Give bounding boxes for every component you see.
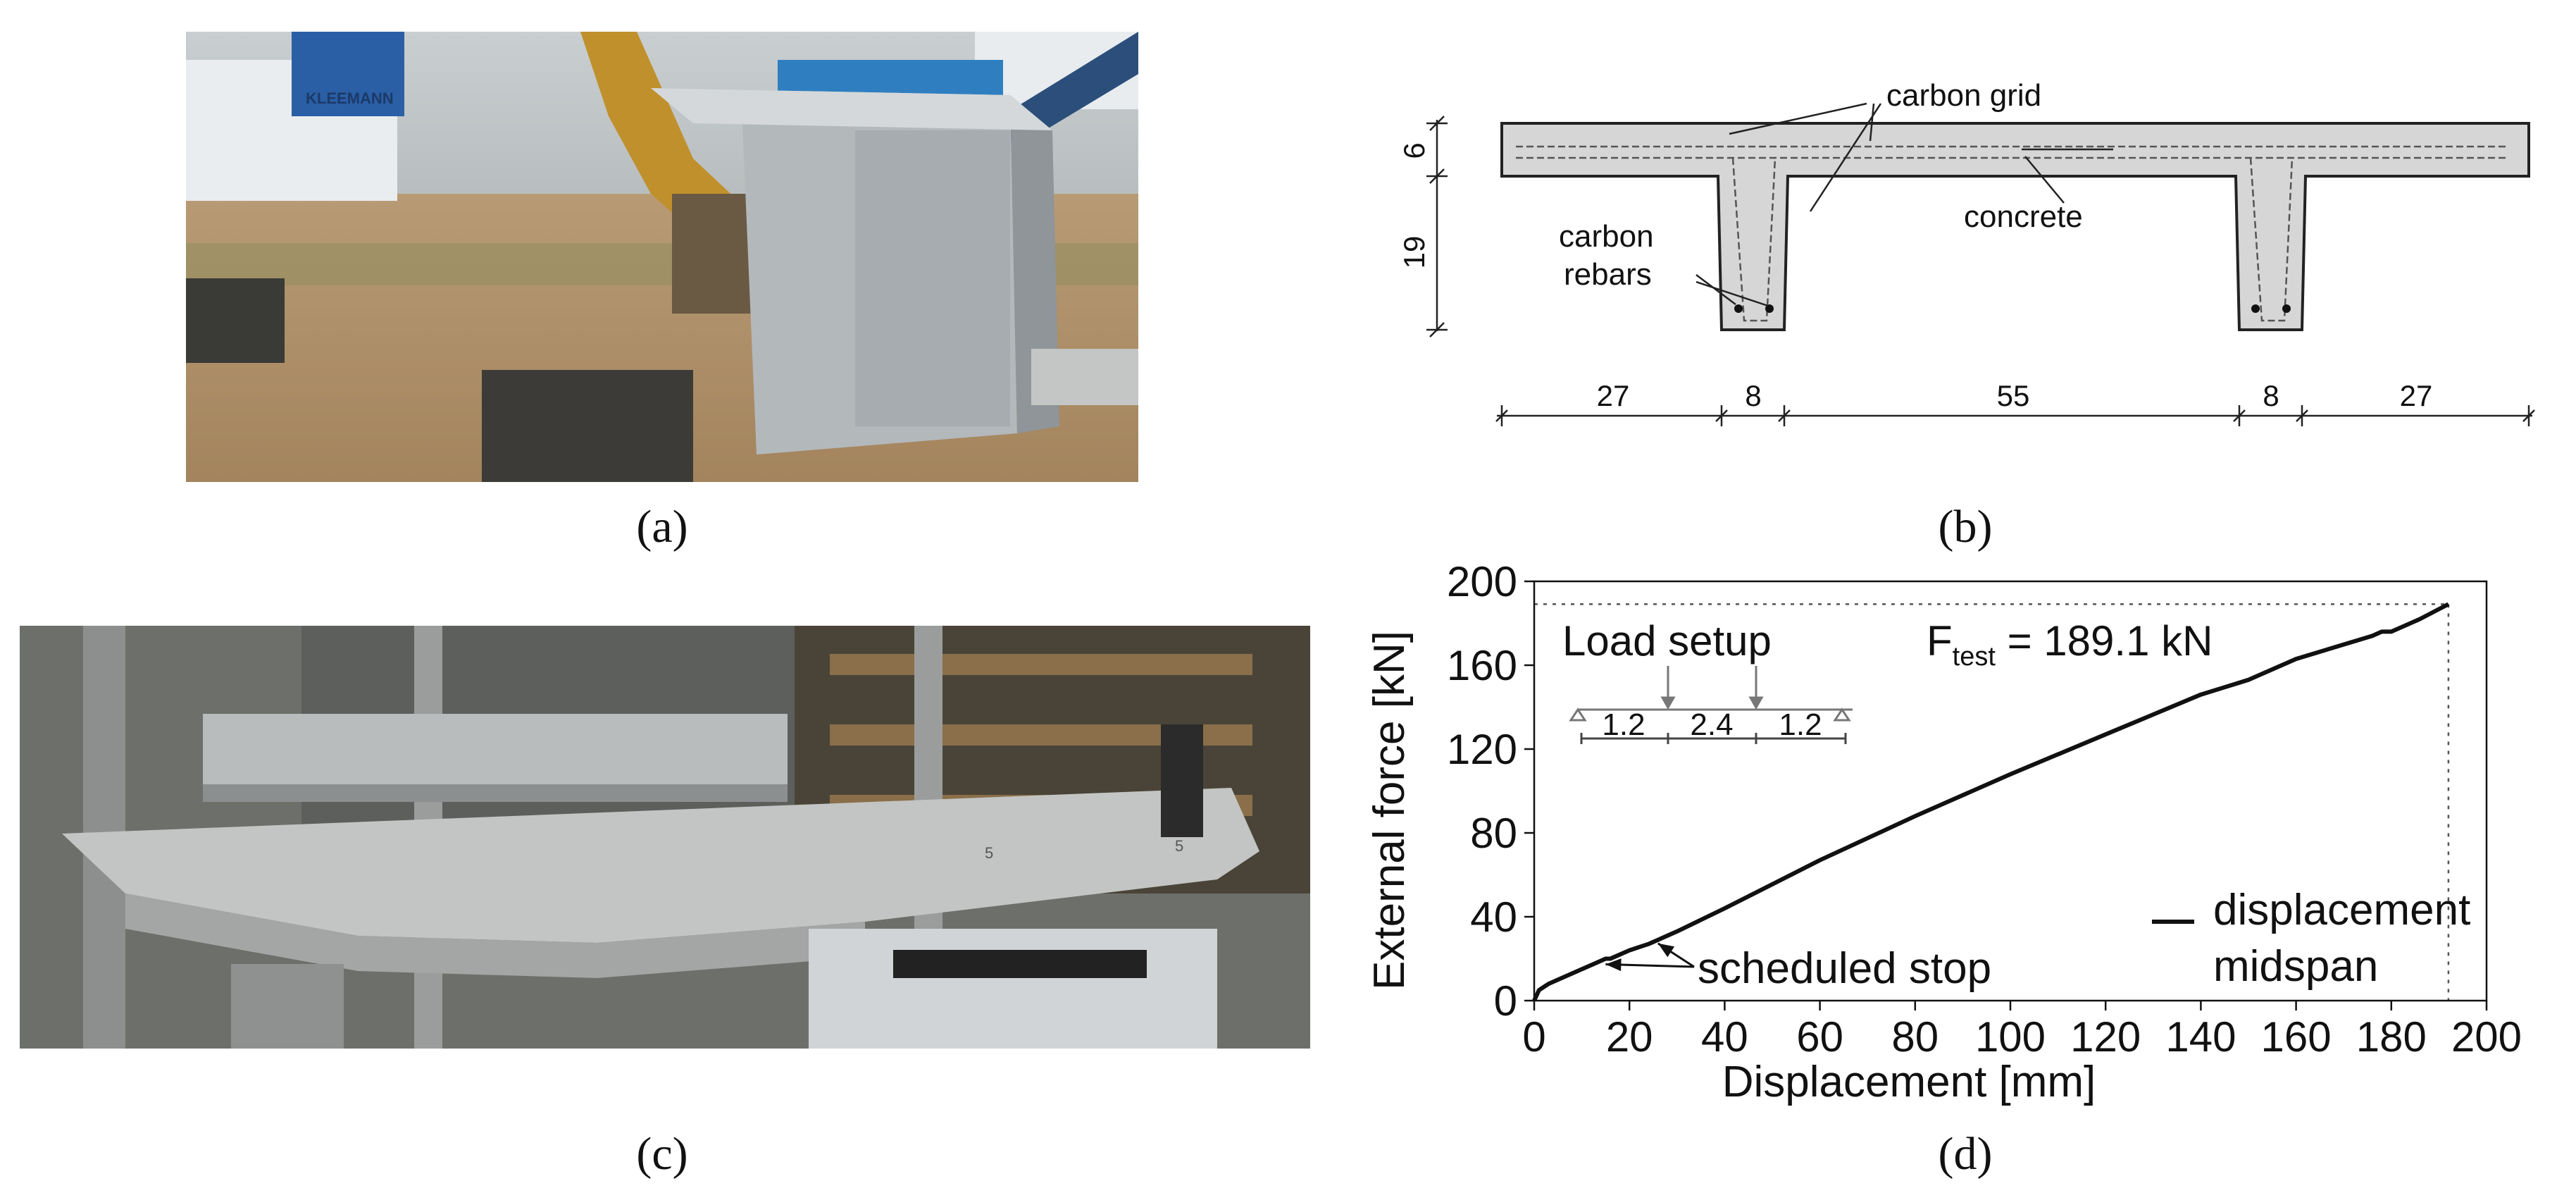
force-displacement-chart: 0 20 40 60 80 100 120 140 160 180 200 0 40 80 120 160 20… xyxy=(1365,558,2522,1106)
label-carbon-rebars-2: rebars xyxy=(1564,257,1652,292)
x-tick-label: 80 xyxy=(1891,1013,1939,1061)
caption-c: (c) xyxy=(636,1128,688,1180)
x-tick-label: 140 xyxy=(2165,1013,2236,1061)
plot-frame xyxy=(1533,580,2488,1002)
x-tick-label: 100 xyxy=(1975,1013,2046,1061)
y-tick-label: 80 xyxy=(1470,810,1517,857)
photo-demolition-illustration: KLEEMANN xyxy=(186,32,1138,482)
dim-v-19: 19 xyxy=(1398,236,1431,269)
caption-b: (b) xyxy=(1938,501,1993,552)
photo-beam-test: 5 5 xyxy=(20,626,1310,1049)
scheduled-stop-label: scheduled stop xyxy=(1698,944,1991,993)
vertical-dimension-line xyxy=(1426,116,1448,338)
carbon-rebar xyxy=(2282,304,2291,313)
y-tick-label: 0 xyxy=(1494,977,1517,1025)
y-axis-label: External force [kN] xyxy=(1365,631,1414,990)
load-span-3: 1.2 xyxy=(1779,707,1822,742)
label-carbon-rebars-1: carbon xyxy=(1559,219,1654,254)
label-concrete: concrete xyxy=(1964,199,2083,234)
dim-v-6: 6 xyxy=(1398,142,1431,159)
photo-demolition: KLEEMANN xyxy=(186,32,1138,482)
load-setup-diagram xyxy=(1569,666,1853,744)
beam-mark-2: 5 xyxy=(1175,837,1183,855)
ftest-label: Ftest = 189.1 kN xyxy=(1927,617,2213,672)
label-carbon-grid: carbon grid xyxy=(1886,78,2041,113)
dim-h-right-web: 8 xyxy=(2263,379,2279,412)
y-tick-label: 120 xyxy=(1447,726,1517,773)
label-leader-lines xyxy=(1695,102,2113,307)
caption-a: (a) xyxy=(636,501,688,552)
caption-d: (d) xyxy=(1938,1128,1993,1180)
x-tick-label: 160 xyxy=(2261,1013,2332,1061)
carbon-rebar xyxy=(1734,304,1743,313)
ftest-value: = 189.1 kN xyxy=(1996,617,2213,665)
machine-brand: KLEEMANN xyxy=(306,89,394,107)
x-tick-label: 40 xyxy=(1701,1013,1748,1061)
x-axis-label: Displacement [mm] xyxy=(1722,1058,2096,1106)
load-setup-title: Load setup xyxy=(1562,617,1772,665)
cross-section-drawing: carbon grid concrete carbon rebars 6 19 … xyxy=(1398,78,2535,426)
dim-h-left-flange: 27 xyxy=(1597,379,1630,412)
ftest-subscript: test xyxy=(1953,642,1996,672)
dim-h-left-web: 8 xyxy=(1745,379,1761,412)
load-span-2: 2.4 xyxy=(1690,707,1733,742)
x-tick-label: 0 xyxy=(1522,1013,1545,1061)
beam-mark-1: 5 xyxy=(985,844,993,862)
scheduled-stop-arrow-head xyxy=(1605,958,1622,972)
carbon-grid-line xyxy=(1516,145,2509,322)
x-tick-label: 180 xyxy=(2356,1013,2427,1061)
scheduled-stop-arrows xyxy=(1605,942,1695,972)
photo-beam-test-illustration: 5 5 xyxy=(20,626,1310,1049)
legend-entry-line-1: displacement xyxy=(2213,886,2470,934)
x-tick-label: 200 xyxy=(2451,1013,2522,1061)
x-tick-label: 60 xyxy=(1796,1013,1843,1061)
x-tick-label: 120 xyxy=(2070,1013,2141,1061)
dim-h-middle: 55 xyxy=(1997,379,2030,412)
carbon-rebar xyxy=(2251,304,2260,313)
x-tick-label: 20 xyxy=(1606,1013,1653,1061)
y-tick-label: 200 xyxy=(1447,558,1517,605)
y-tick-label: 40 xyxy=(1470,894,1517,941)
series-line-displacement-midspan xyxy=(1532,602,2450,1002)
dim-h-right-flange: 27 xyxy=(2400,379,2433,412)
carbon-rebar xyxy=(1765,304,1774,313)
scheduled-stop-arrow-head xyxy=(1657,943,1675,958)
y-tick-label: 160 xyxy=(1447,642,1517,689)
load-span-1: 1.2 xyxy=(1602,707,1645,742)
horizontal-dimension-line xyxy=(1495,405,2535,426)
legend-entry-line-2: midspan xyxy=(2213,942,2378,991)
cross-section-shape xyxy=(1500,122,2530,331)
